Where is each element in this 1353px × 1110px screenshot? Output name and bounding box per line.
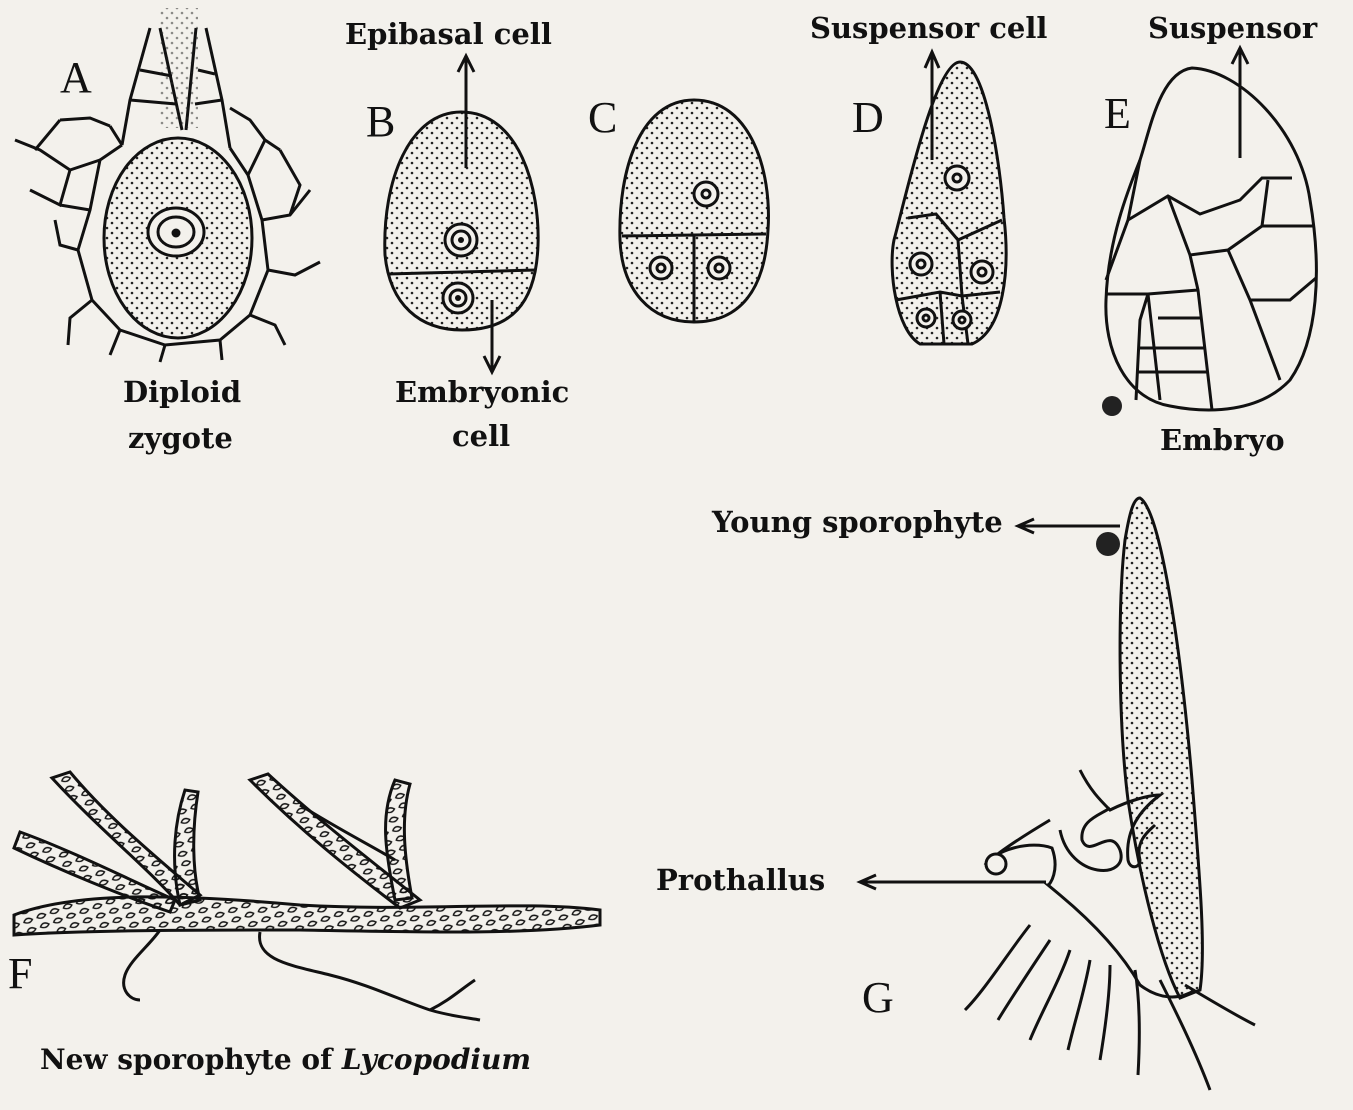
panel-f-leafy-shoot — [14, 772, 600, 1020]
label-embryonic: Embryonic — [395, 378, 569, 407]
panel-b-two-cell — [385, 56, 538, 372]
figure-caption: New sporophyte of Lycopodium — [40, 1046, 531, 1074]
panel-d-suspensor-stage — [892, 52, 1006, 344]
panel-letter-e: E — [1104, 92, 1131, 136]
panel-letter-d: D — [852, 96, 884, 140]
panel-letter-g: G — [862, 976, 894, 1020]
panel-letter-a: A — [60, 56, 92, 100]
label-suspensor-cell: Suspensor cell — [810, 14, 1047, 43]
caption-text: New sporophyte of — [40, 1043, 342, 1076]
label-embryonic-cell: cell — [452, 422, 510, 451]
panel-letter-f: F — [8, 952, 32, 996]
label-young-sporophyte: Young sporophyte — [712, 508, 1003, 537]
panel-g-young-sporophyte — [860, 498, 1255, 1090]
panel-e-embryo — [1102, 48, 1316, 416]
label-diploid: Diploid — [123, 378, 241, 407]
label-prothallus: Prothallus — [656, 866, 825, 895]
panel-c-three-cell — [620, 100, 769, 322]
panel-letter-c: C — [588, 96, 617, 140]
caption-italic-genus: Lycopodium — [342, 1043, 531, 1076]
label-suspensor: Suspensor — [1148, 14, 1317, 43]
label-embryo: Embryo — [1160, 426, 1285, 455]
label-zygote: zygote — [128, 424, 233, 453]
label-epibasal-cell: Epibasal cell — [345, 20, 552, 49]
panel-letter-b: B — [366, 100, 395, 144]
